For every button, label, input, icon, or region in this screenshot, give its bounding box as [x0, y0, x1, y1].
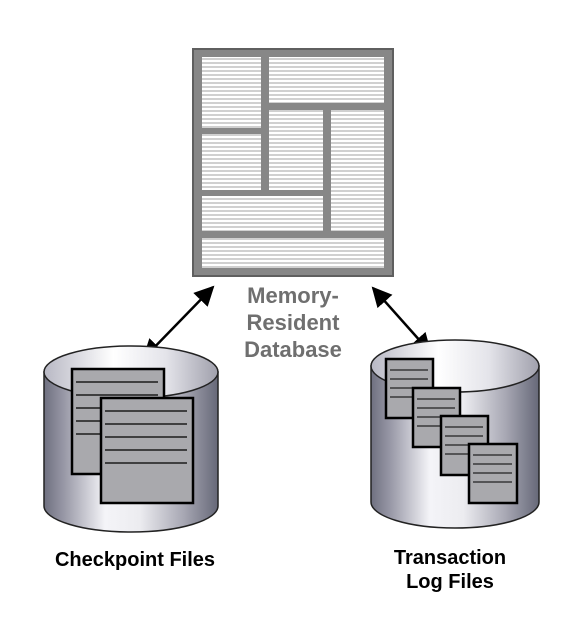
database-block [269, 110, 323, 190]
memory-resident-database [193, 49, 393, 276]
database-block [202, 57, 261, 128]
database-label-line: Resident [213, 309, 373, 336]
database-block [269, 57, 384, 103]
database-block [202, 196, 323, 231]
transaction-log-label-line: Transaction [350, 546, 550, 570]
transaction-log-files-cylinder [371, 340, 539, 528]
document-icon [101, 398, 193, 503]
database-block [202, 134, 261, 190]
database-label-line: Database [213, 336, 373, 363]
transaction-log-files-label: Transaction Log Files [350, 546, 550, 594]
document-icon [469, 444, 517, 503]
database-label: Memory- Resident Database [213, 282, 373, 363]
database-label-line: Memory- [213, 282, 373, 309]
database-block [202, 238, 384, 268]
transaction-log-label-line: Log Files [350, 570, 550, 594]
checkpoint-files-label: Checkpoint Files [20, 548, 250, 572]
database-block [331, 110, 384, 231]
checkpoint-files-cylinder [44, 346, 218, 532]
